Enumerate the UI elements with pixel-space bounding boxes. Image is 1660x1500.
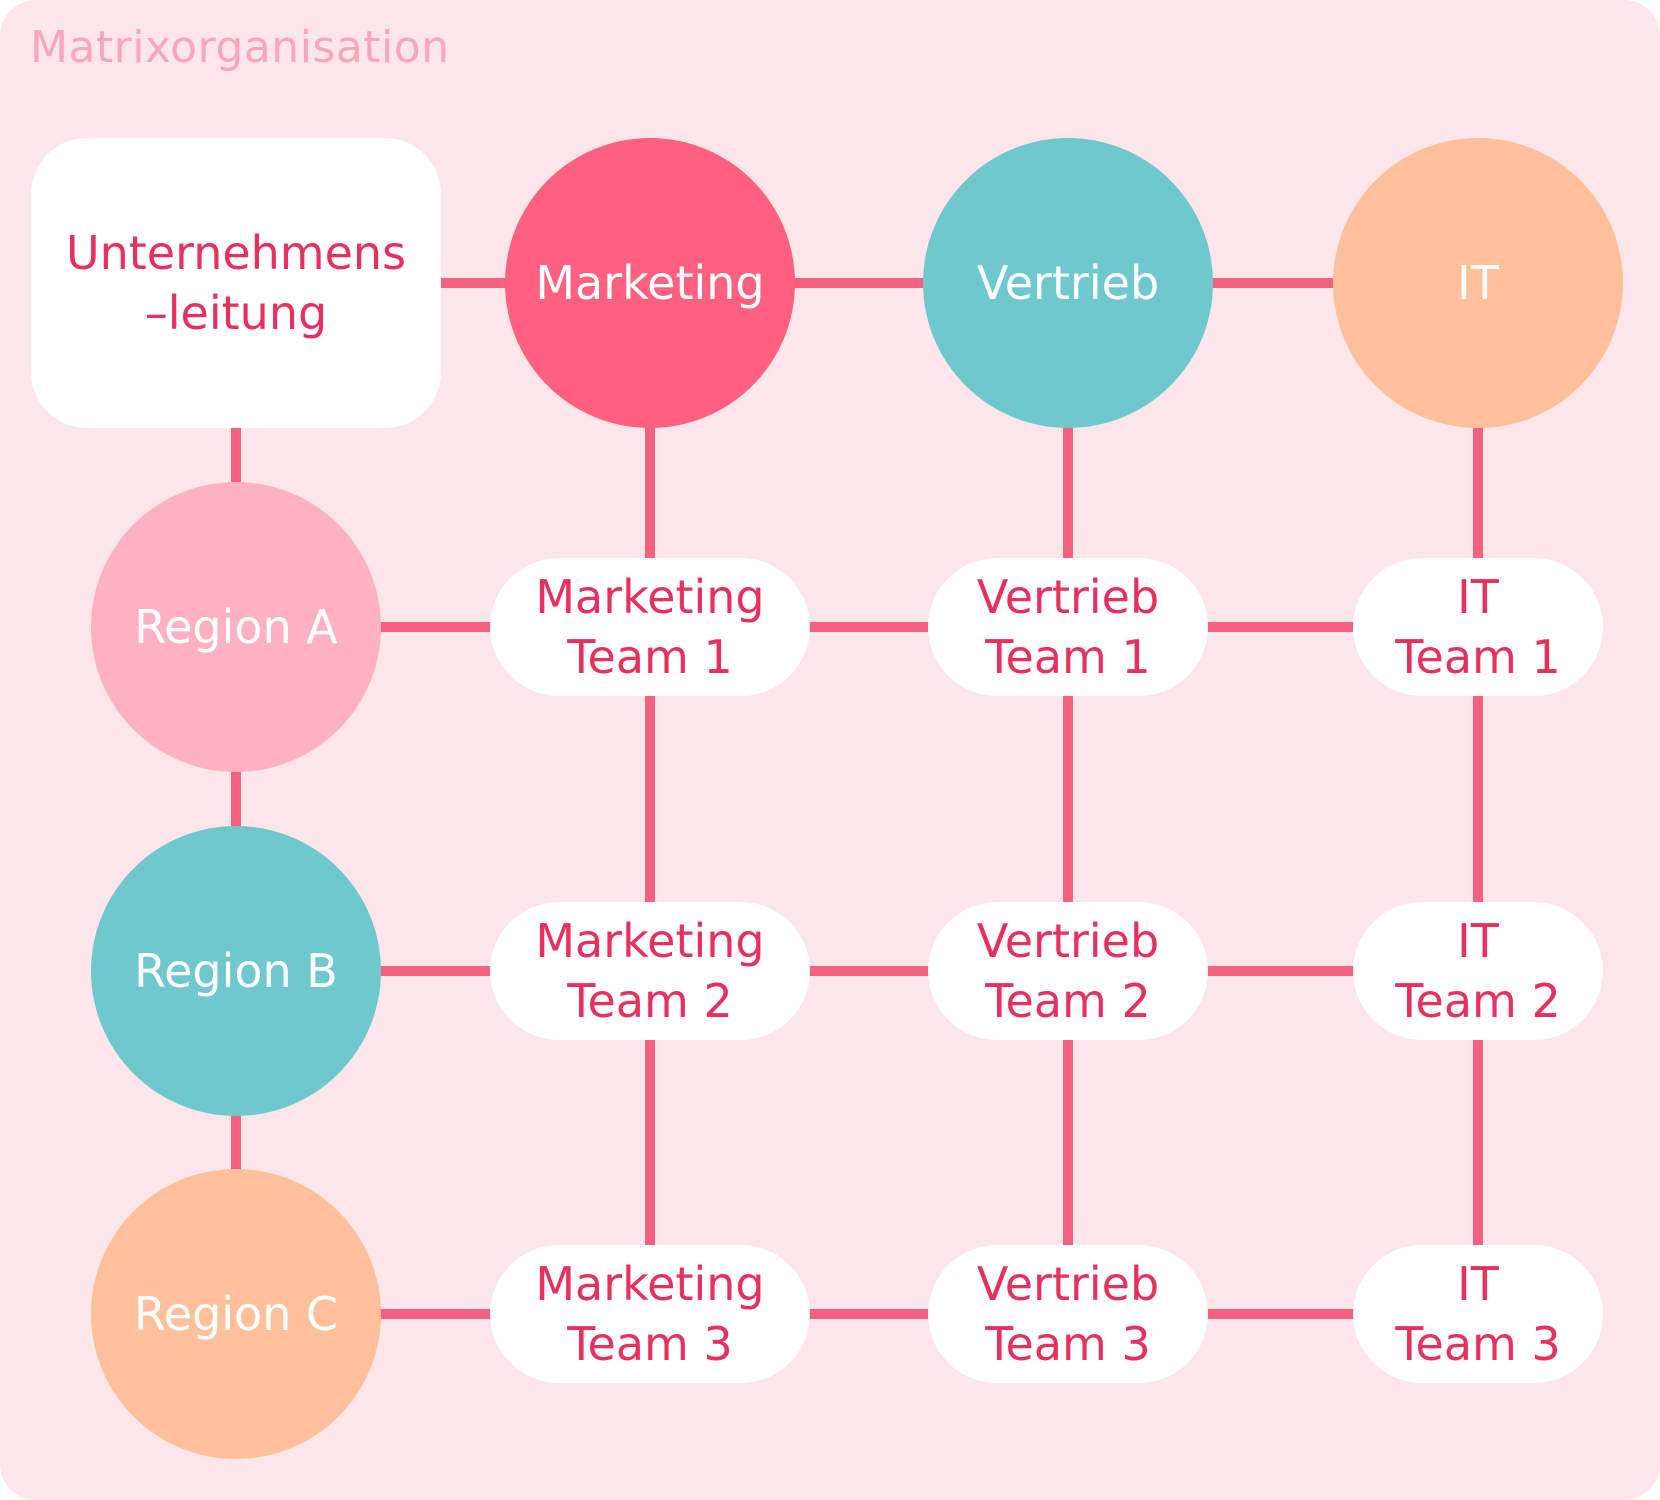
node-marketing-team-1: Marketing Team 1 bbox=[490, 558, 810, 696]
node-label: Region B bbox=[134, 944, 338, 998]
node-vertrieb-team-1: Vertrieb Team 1 bbox=[928, 558, 1208, 696]
node-department-it: IT bbox=[1333, 138, 1623, 428]
node-vertrieb-team-2: Vertrieb Team 2 bbox=[928, 902, 1208, 1040]
node-label: Vertrieb bbox=[976, 256, 1160, 310]
node-label: Vertrieb Team 2 bbox=[976, 914, 1160, 1028]
node-marketing-team-2: Marketing Team 2 bbox=[490, 902, 810, 1040]
node-department-marketing: Marketing bbox=[505, 138, 795, 428]
node-label: Marketing Team 1 bbox=[535, 570, 765, 684]
node-it-team-1: IT Team 1 bbox=[1353, 558, 1603, 696]
node-label: Vertrieb Team 3 bbox=[976, 1257, 1160, 1371]
node-label: Marketing Team 3 bbox=[535, 1257, 765, 1371]
node-label: Unternehmens –leitung bbox=[65, 226, 407, 340]
node-it-team-3: IT Team 3 bbox=[1353, 1245, 1603, 1383]
diagram-title: Matrixorganisation bbox=[30, 22, 450, 73]
node-label: IT Team 1 bbox=[1395, 570, 1561, 684]
node-label: IT bbox=[1457, 256, 1499, 310]
node-label: Marketing Team 2 bbox=[535, 914, 765, 1028]
node-region-c: Region C bbox=[91, 1169, 381, 1459]
node-label: IT Team 3 bbox=[1395, 1257, 1561, 1371]
node-label: IT Team 2 bbox=[1395, 914, 1561, 1028]
node-marketing-team-3: Marketing Team 3 bbox=[490, 1245, 810, 1383]
node-unternehmensleitung: Unternehmens –leitung bbox=[31, 138, 441, 428]
node-region-b: Region B bbox=[91, 826, 381, 1116]
node-region-a: Region A bbox=[91, 482, 381, 772]
node-label: Marketing bbox=[535, 256, 765, 310]
node-label: Region C bbox=[133, 1287, 339, 1341]
node-label: Region A bbox=[134, 600, 338, 654]
node-it-team-2: IT Team 2 bbox=[1353, 902, 1603, 1040]
node-label: Vertrieb Team 1 bbox=[976, 570, 1160, 684]
node-vertrieb-team-3: Vertrieb Team 3 bbox=[928, 1245, 1208, 1383]
node-department-vertrieb: Vertrieb bbox=[923, 138, 1213, 428]
